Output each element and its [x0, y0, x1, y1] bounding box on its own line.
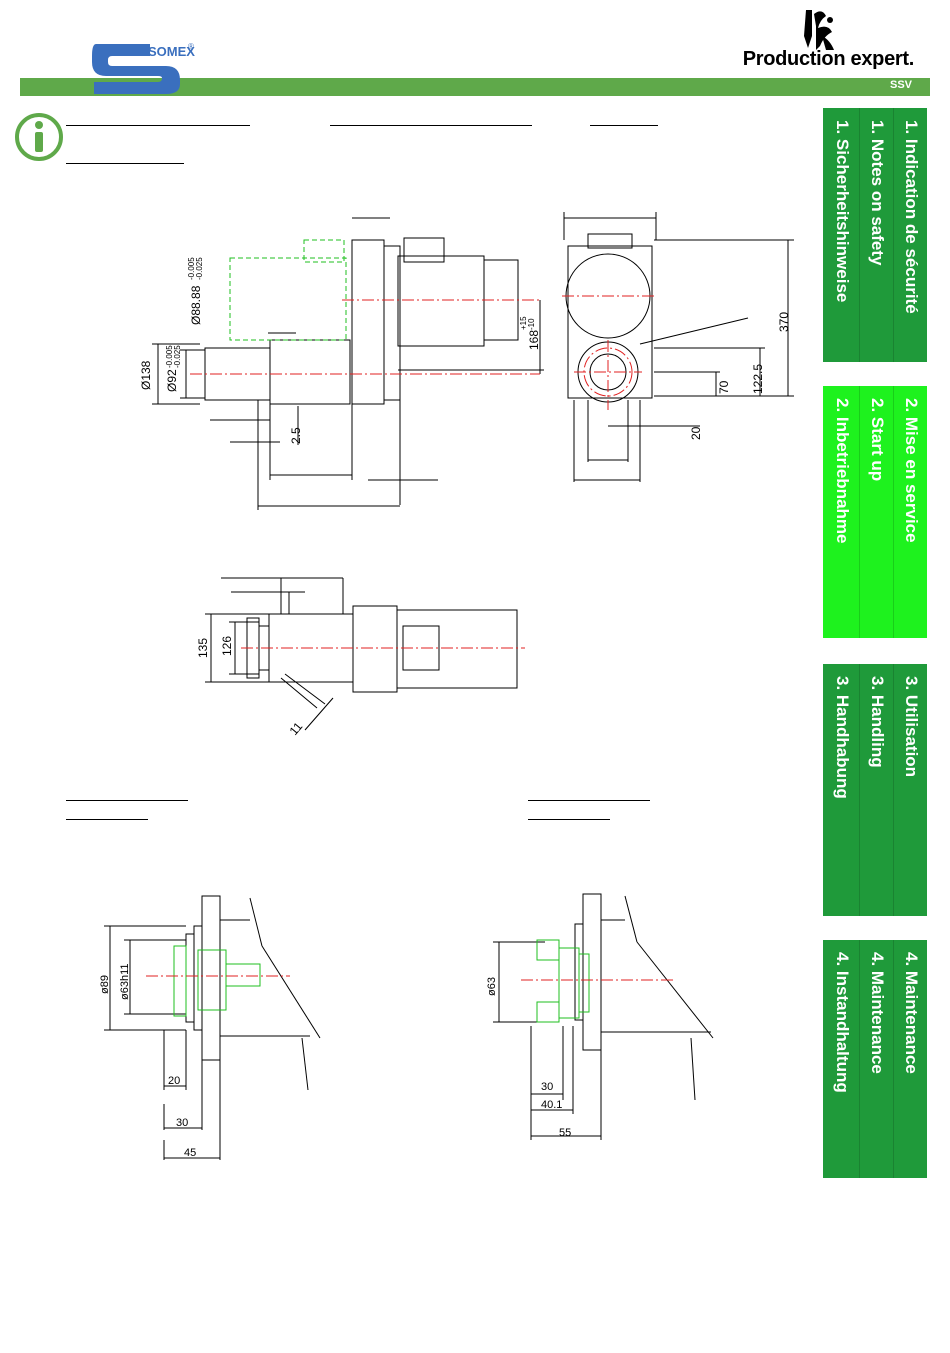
dim-40-1: 40.1 — [541, 1099, 562, 1111]
heading-line-de — [590, 125, 658, 126]
side-tab-maintenance-fr: 4. Maintenance — [902, 952, 921, 1074]
flange-drawing-right: ø63 30 40.1 55 — [486, 893, 714, 1140]
dim-11: 11 — [287, 719, 306, 738]
dim-20: 20 — [168, 1075, 180, 1087]
side-tab-safety[interactable]: 1. Indication de sécurité 1. Notes on sa… — [823, 108, 927, 362]
dim-126: 126 — [220, 636, 234, 656]
side-tab-safety-en: 1. Notes on safety — [868, 120, 887, 266]
dim-122-5: 122.5 — [751, 364, 765, 394]
heading-line-en — [330, 125, 532, 126]
plant-emblem-icon — [800, 6, 840, 61]
side-tab-safety-de: 1. Sicherheitshinweise — [833, 120, 852, 303]
dim-70: 70 — [717, 380, 731, 394]
side-tab-maintenance-en: 4. Maintenance — [868, 952, 887, 1074]
side-tab-safety-fr: 1. Indication de sécurité — [902, 120, 921, 314]
somex-logo: SOMEX ® — [88, 38, 198, 103]
caption-line-right-2 — [528, 819, 610, 820]
dim-diameter-89: ø89 — [99, 975, 111, 994]
tol-92-upper: -0.005 — [165, 345, 174, 368]
dim-55: 55 — [559, 1127, 571, 1139]
flange-drawing-left: ø89 ø63h11 20 30 45 — [99, 895, 321, 1160]
dim-2-5: 2.5 — [289, 427, 303, 444]
dim-30: 30 — [541, 1081, 553, 1093]
heading-line-sub — [66, 163, 184, 164]
dim-370: 370 — [777, 312, 791, 332]
brand-registered: ® — [188, 42, 194, 51]
side-tab-handling-en: 3. Handling — [868, 676, 887, 768]
dim-168: 168 — [527, 330, 541, 350]
side-tab-maintenance-de: 4. Instandhaltung — [833, 952, 852, 1093]
caption-line-left-2 — [66, 819, 148, 820]
side-tab-handling-fr: 3. Utilisation — [902, 676, 921, 778]
side-tab-startup[interactable]: 2. Mise en service 2. Start up 2. Inbetr… — [823, 386, 927, 638]
dim-45: 45 — [184, 1147, 196, 1159]
brand-name: SOMEX — [148, 44, 195, 59]
tol-168-lower: -10 — [527, 318, 536, 330]
dim-diameter-92: Ø92 — [165, 369, 179, 392]
caption-line-left-1 — [66, 800, 188, 801]
side-tab-handling[interactable]: 3. Utilisation 3. Handling 3. Handhabung — [823, 664, 927, 916]
dim-30: 30 — [176, 1117, 188, 1129]
side-tab-startup-de: 2. Inbetriebnahme — [833, 398, 852, 544]
motor-drawing-top: Ø88.88 -0.005 -0.025 Ø138 Ø92 -0.005 -0.… — [139, 212, 794, 510]
brand-tagline: Production expert. — [742, 48, 915, 71]
dim-diameter-63: ø63 — [486, 977, 498, 996]
dim-20: 20 — [689, 426, 703, 440]
tol-88-lower: -0.025 — [195, 257, 204, 280]
side-tab-startup-fr: 2. Mise en service — [902, 398, 921, 543]
tol-168-upper: +15 — [519, 316, 528, 330]
info-icon — [14, 112, 64, 167]
motor-drawing-side: 135 126 11 — [196, 577, 525, 738]
tol-92-lower: -0.025 — [173, 345, 182, 368]
dim-diameter-138: Ø138 — [139, 360, 153, 390]
side-tab-maintenance[interactable]: 4. Maintenance 4. Maintenance 4. Instand… — [823, 940, 927, 1178]
tol-88-upper: -0.005 — [187, 257, 196, 280]
side-tab-handling-de: 3. Handhabung — [833, 676, 852, 799]
caption-line-right-1 — [528, 800, 650, 801]
brand-tagline-text: Production expert. — [742, 48, 915, 70]
dim-diameter-88: Ø88.88 — [189, 285, 203, 325]
page-code: SSV — [889, 79, 912, 91]
heading-line-fr — [66, 125, 250, 126]
dim-diameter-63h11: ø63h11 — [119, 964, 131, 1001]
header-bar — [20, 78, 930, 96]
dim-135: 135 — [196, 638, 210, 658]
side-tab-startup-en: 2. Start up — [868, 398, 887, 482]
